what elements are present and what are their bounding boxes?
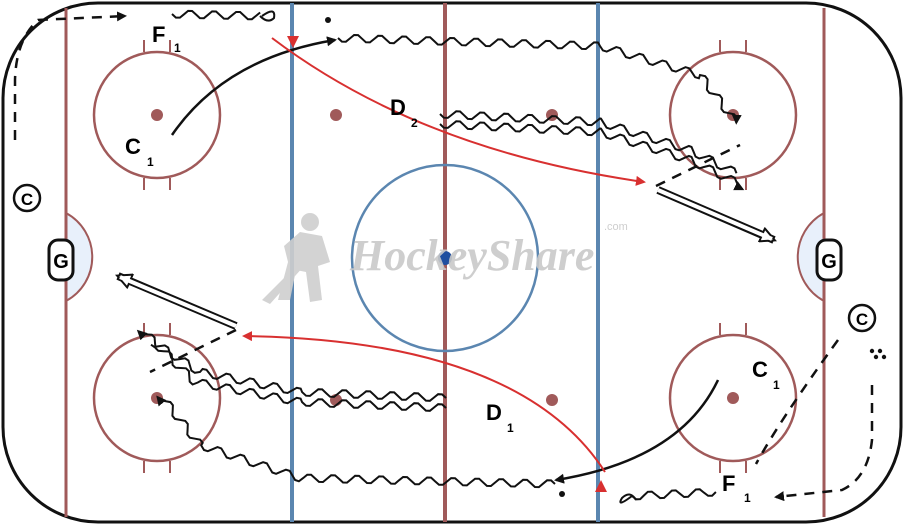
- puck-bottom: [559, 491, 565, 497]
- wavy-carry-d1-a: [150, 343, 447, 402]
- puck-pile-icon: [869, 348, 887, 360]
- dashed-skate-to-shot-right: [655, 143, 741, 188]
- center-dot: [438, 251, 452, 265]
- svg-text:D: D: [390, 95, 406, 120]
- svg-text:C: C: [125, 134, 141, 159]
- curl-bottom: [619, 493, 637, 504]
- wavy-carry-d2-b: [439, 120, 745, 191]
- dashed-skate-top-left: [13, 11, 127, 140]
- watermark-text: HockeyShare: [349, 231, 594, 280]
- coach-right: C: [847, 303, 877, 333]
- red-marker-bottom: [595, 480, 607, 492]
- pass-c1-top: [170, 36, 337, 136]
- svg-text:D: D: [486, 400, 502, 425]
- red-marker-top: [287, 36, 299, 48]
- watermark-suffix: .com: [604, 221, 628, 233]
- drill-paths: [13, 9, 874, 504]
- watermark: HockeyShare .com: [262, 213, 628, 304]
- goalie-right: G: [815, 238, 843, 282]
- hockey-player-silhouette-icon: [262, 213, 330, 304]
- faceoff-circle-top-left: [92, 40, 222, 190]
- svg-text:1: 1: [147, 155, 154, 169]
- svg-text:1: 1: [773, 378, 780, 392]
- red-pass-d1: [242, 331, 606, 473]
- coach-right-label: C: [856, 310, 868, 329]
- right-crease: [796, 211, 825, 303]
- wavy-carry-bottom: [156, 395, 556, 489]
- dashed-skate-bottom-right: [774, 385, 874, 502]
- player-d2: D 2: [390, 95, 418, 130]
- goalie-left-label: G: [53, 251, 69, 273]
- svg-text:1: 1: [507, 421, 514, 435]
- wavy-carry-top: [337, 33, 742, 125]
- player-f1-top: F 1: [152, 22, 181, 55]
- svg-text:F: F: [152, 22, 165, 47]
- neutral-dot-bottom-right: [546, 394, 558, 406]
- curl-top: [259, 10, 276, 22]
- wavy-carry-d1-b: [136, 329, 447, 412]
- faceoff-circle-bottom-right: [668, 323, 798, 473]
- wavy-carry-d2-a: [439, 110, 738, 174]
- svg-text:1: 1: [174, 41, 181, 55]
- neutral-dot-top-left: [330, 109, 342, 121]
- player-c1-bottom: C 1: [752, 357, 780, 392]
- svg-text:2: 2: [411, 116, 418, 130]
- left-crease: [65, 211, 94, 303]
- goalie-left: G: [47, 238, 75, 282]
- wavy-skate-bottom-f1: [631, 488, 717, 501]
- puck-top: [325, 17, 331, 23]
- red-pass-d2: [271, 37, 646, 186]
- player-c1-top: C 1: [125, 134, 154, 169]
- dashed-skate-to-shot-left: [149, 328, 237, 374]
- player-f1-bottom: F 1: [722, 471, 751, 505]
- coach-left-label: C: [21, 190, 33, 209]
- svg-text:C: C: [752, 357, 768, 382]
- pass-c1-bottom: [554, 379, 720, 484]
- dashed-skate-coach-right: [754, 339, 840, 465]
- player-d1: D 1: [486, 400, 514, 435]
- center-circle: [350, 163, 540, 353]
- svg-text:1: 1: [744, 491, 751, 505]
- svg-text:F: F: [722, 471, 735, 496]
- wavy-skate-top-f1: [171, 9, 261, 21]
- goalie-right-label: G: [821, 251, 837, 273]
- coach-left: C: [12, 183, 42, 213]
